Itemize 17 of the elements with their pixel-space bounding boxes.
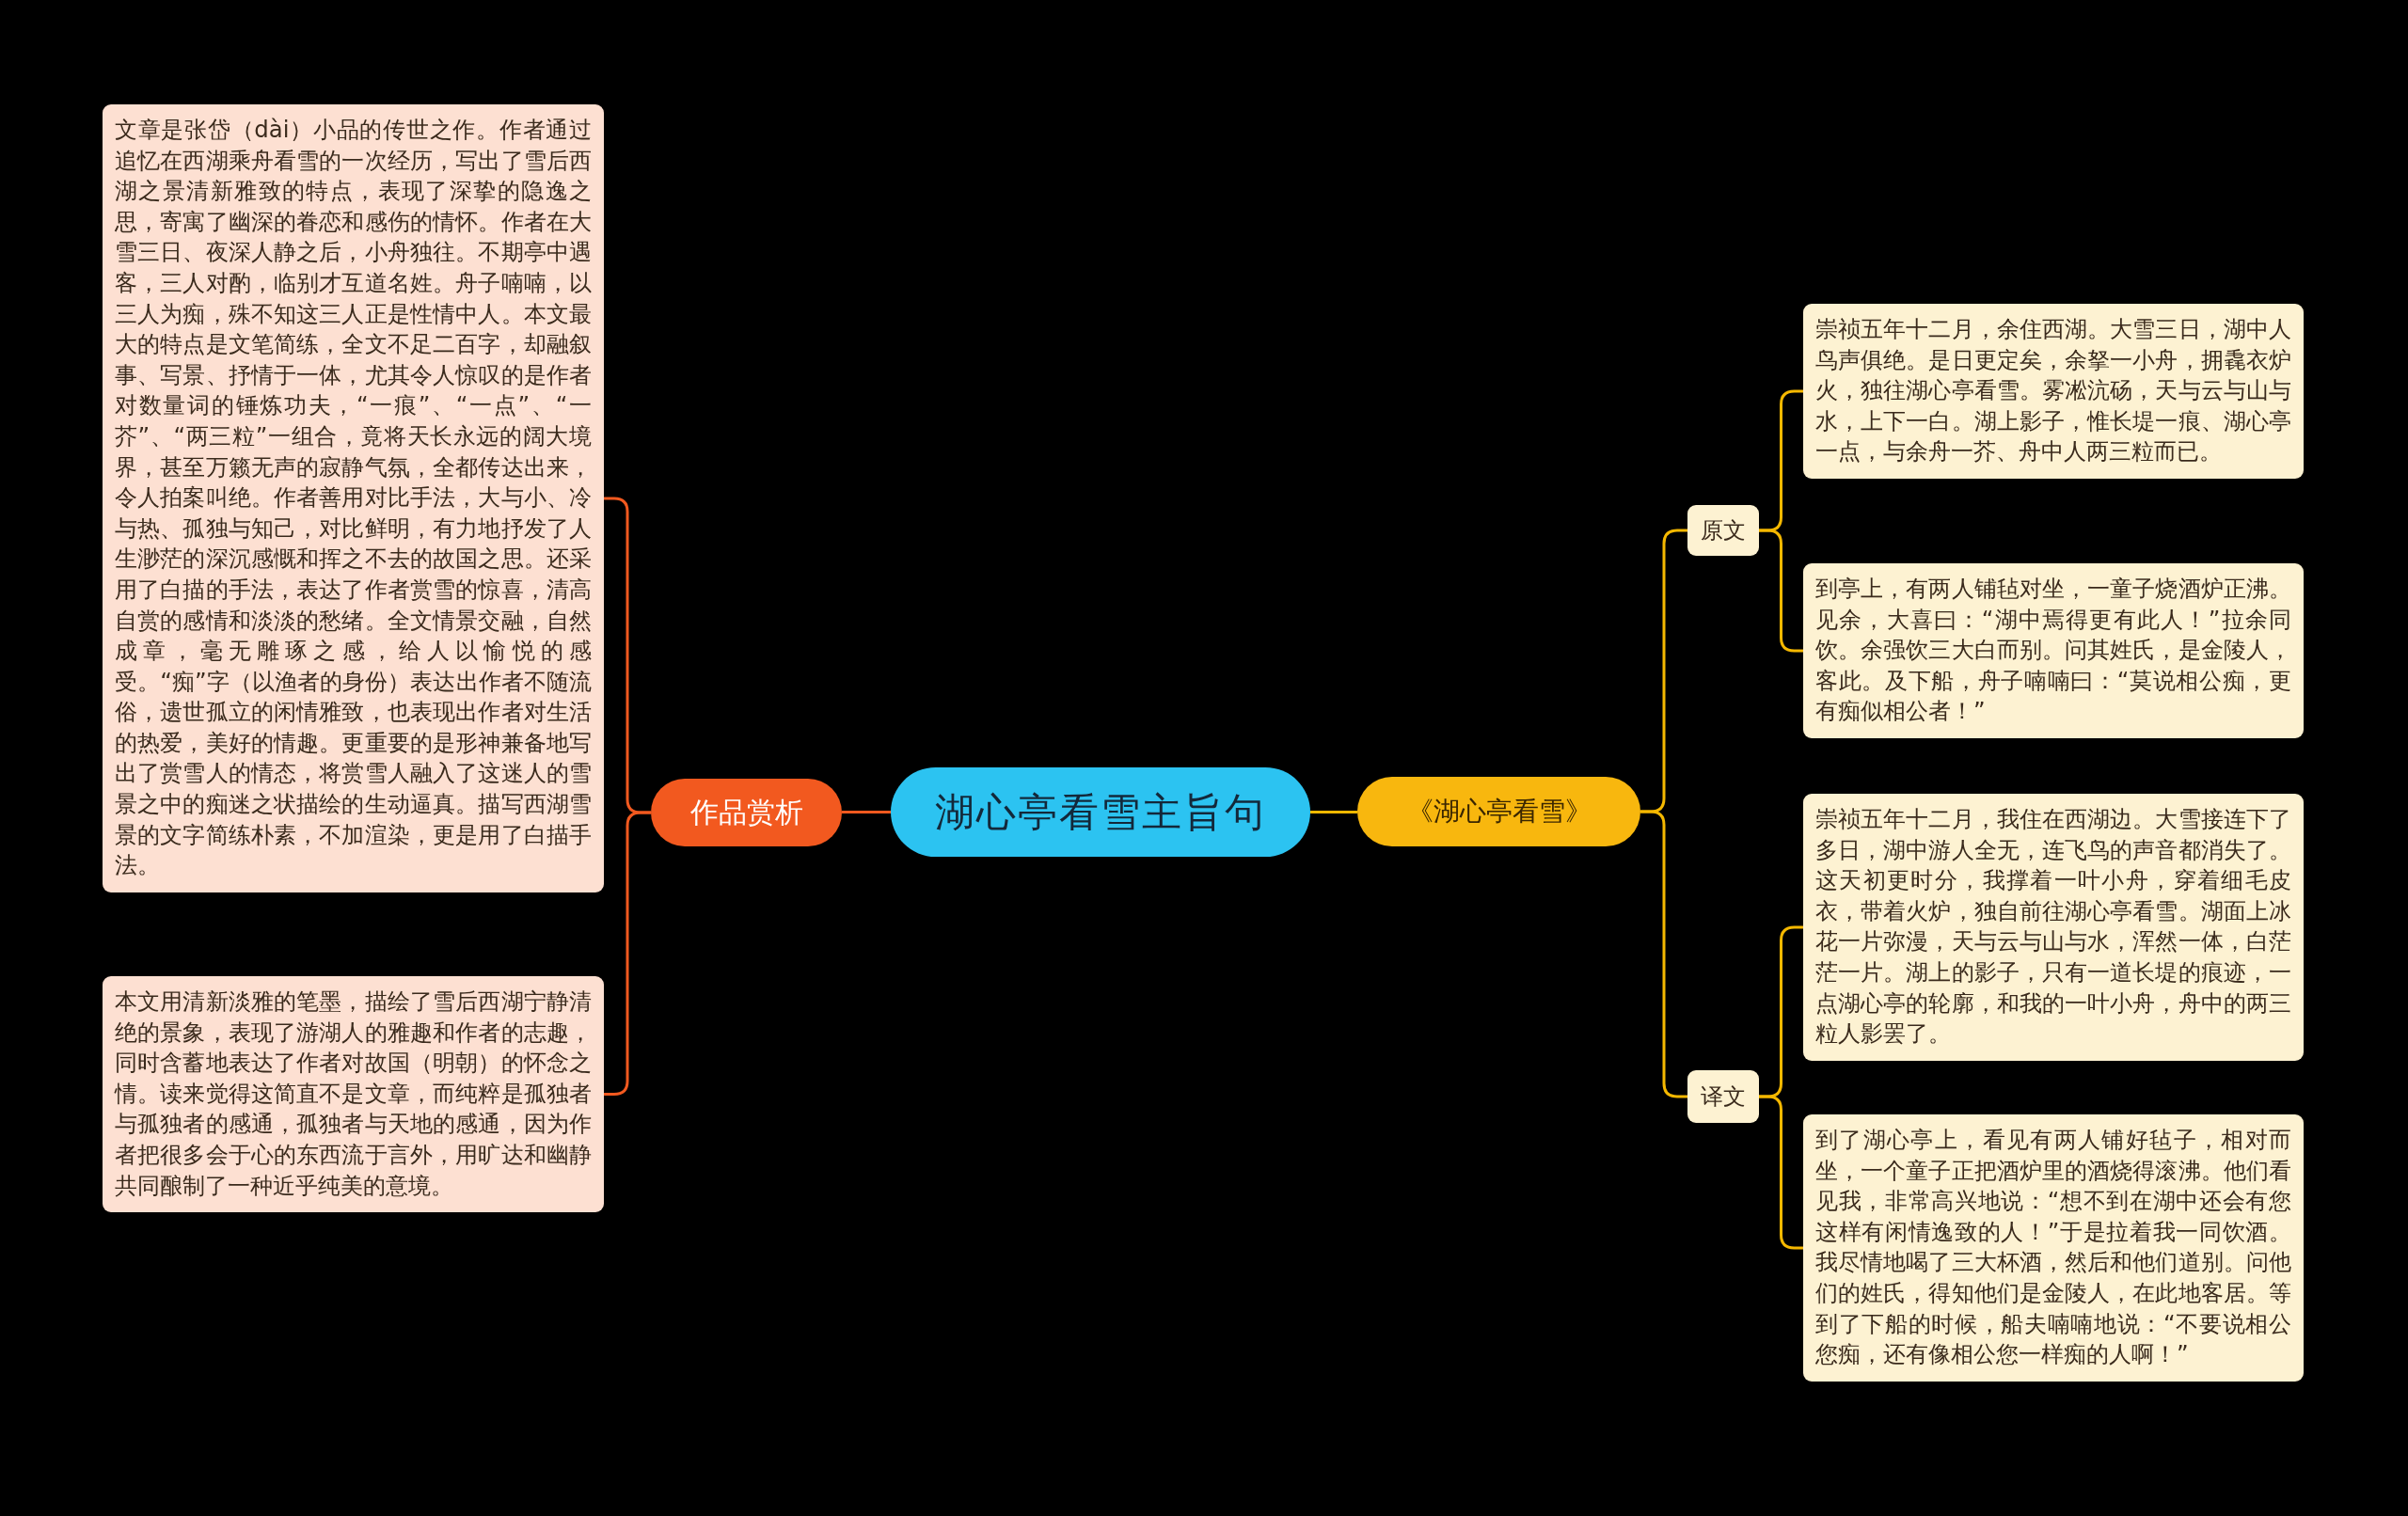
connector-line: [842, 811, 891, 813]
subtopic-tag: 原文: [1687, 505, 1759, 556]
text-card: 到亭上，有两人铺毡对坐，一童子烧酒炉正沸。见余，大喜曰：“湖中焉得更有此人！”拉余同饮。余强饮三大白而别。问其姓氏，是金陵人，客此。及下船，舟子喃喃曰：“莫说相公痴，更有痴似相公者！”: [1803, 563, 2304, 738]
connector-line: [1759, 529, 1803, 653]
connector-line: [1310, 811, 1357, 813]
connector-line: [1759, 1095, 1803, 1250]
connector-line: [1640, 810, 1687, 1098]
text-card: 本文用清新淡雅的笔墨，描绘了雪后西湖宁静清绝的景象，表现了游湖人的雅趣和作者的志趣，同时含蓄地表达了作者对故国（明朝）的怀念之情。读来觉得这简直不是文章，而纯粹是孤独者与孤独者的感通，孤独者与天地的感通，因为作者把很多会于心的东西流于言外，用旷达和幽静共同酿制了一种近乎纯美的意境。: [103, 976, 604, 1213]
text-card: 到了湖心亭上，看见有两人铺好毡子，相对而坐，一个童子正把酒炉里的酒烧得滚沸。他们看见我，非常高兴地说：“想不到在湖中还会有您这样有闲情逸致的人！”于是拉着我一同饮酒。我尽情地喝了三大杯酒，然后和他们道别。问他们的姓氏，得知他们是金陵人，在此地客居。等到了下船的时候，船夫喃喃地说：“不要说相公您痴，还有像相公您一样痴的人啊！”: [1803, 1114, 2304, 1382]
central-topic: 湖心亭看雪主旨句: [891, 767, 1310, 857]
text-card: 崇祯五年十二月，我住在西湖边。大雪接连下了多日，湖中游人全无，连飞鸟的声音都消失了。这天初更时分，我撑着一叶小舟，穿着细毛皮衣，带着火炉，独自前往湖心亭看雪。湖面上冰花一片弥漫，天与云与山与水，浑然一体，白茫茫一片。湖上的影子，只有一道长堤的痕迹，一点湖心亭的轮廓，和我的一叶小舟，舟中的两三粒人影罢了。: [1803, 794, 2304, 1061]
text-card: 文章是张岱（dài）小品的传世之作。作者通过追忆在西湖乘舟看雪的一次经历，写出了雪后西湖之景清新雅致的特点，表现了深挚的隐逸之思，寄寓了幽深的眷恋和感伤的情怀。作者在大雪三日、夜深人静之后，小舟独往。不期亭中遇客，三人对酌，临别才互道名姓。舟子喃喃，以三人为痴，殊不知这三人正是性情中人。本文最大的特点是文笔简练，全文不足二百字，却融叙事、写景、抒情于一体，尤其令人惊叹的是作者对数量词的锤炼功夫，“一痕”、“一点”、“一芥”、“两三粒”一组合，竟将天长永远的阔大境界，甚至万籁无声的寂静气氛，全都传达出来，令人拍案叫绝。作者善用对比手法，大与小、冷与热、孤独与知己，对比鲜明，有力地抒发了人生渺茫的深沉感慨和挥之不去的故国之思。还采用了白描的手法，表达了作者赏雪的惊喜，清高自赏的感情和淡淡的愁绪。全文情景交融，自然成章，毫无雕琢之感，给人以愉悦的感受。“痴”字（以渔者的身份）表达出作者不随流俗，遗世孤立的闲情雅致，也表现出作者对生活的热爱，美好的情趣。更重要的是形神兼备地写出了赏雪人的情态，将赏雪人融入了这迷人的雪景之中的痴迷之状描绘的生动逼真。描写西湖雪景的文字简练朴素，不加渲染，更是用了白描手法。: [103, 104, 604, 892]
branch-topic: 作品赏析: [651, 779, 842, 846]
connector-line: [604, 811, 651, 1097]
text-card: 崇祯五年十二月，余住西湖。大雪三日，湖中人鸟声俱绝。是日更定矣，余拏一小舟，拥毳衣炉火，独往湖心亭看雪。雾凇沆砀，天与云与山与水，上下一白。湖上影子，惟长堤一痕、湖心亭一点，与余舟一芥、舟中人两三粒而已。: [1803, 304, 2304, 479]
subtopic-tag: 译文: [1687, 1070, 1759, 1123]
branch-topic: 《湖心亭看雪》: [1357, 777, 1640, 846]
